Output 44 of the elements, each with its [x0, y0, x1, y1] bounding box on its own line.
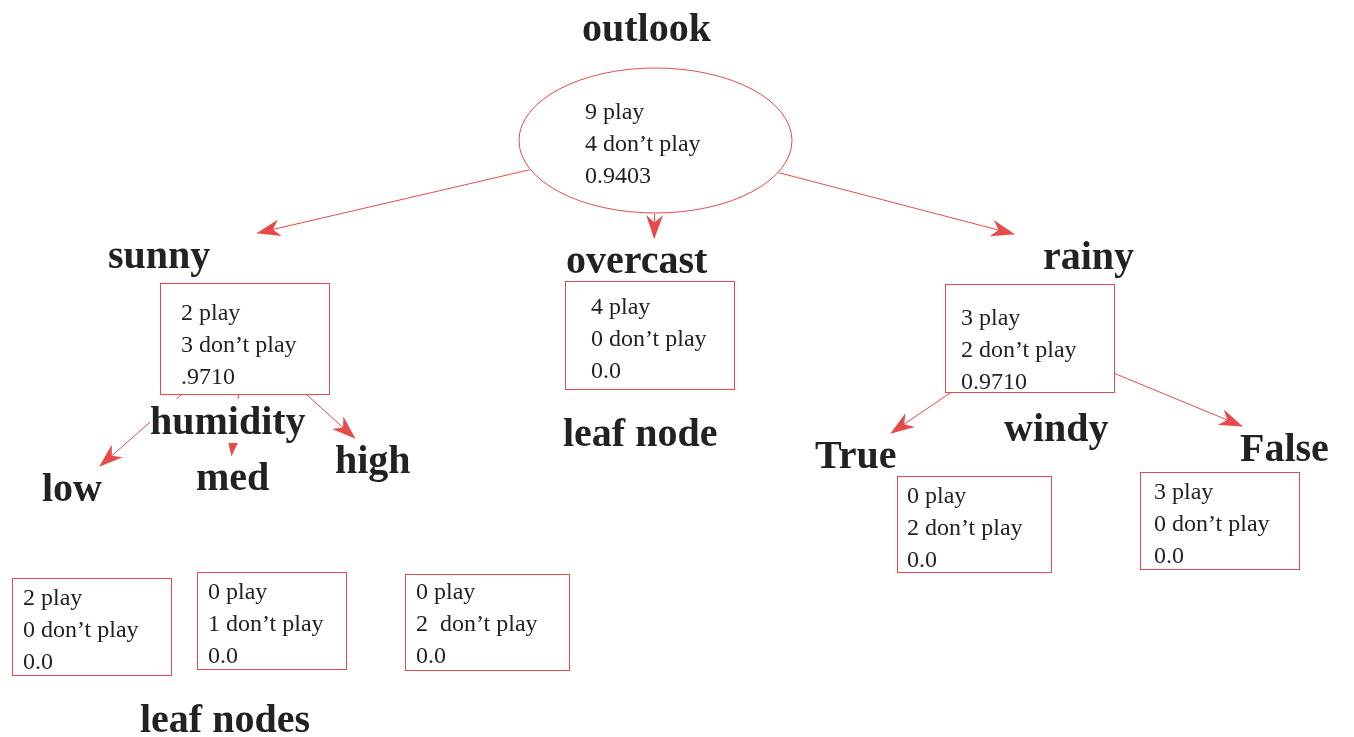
node-text: 9 play — [585, 97, 646, 126]
node-text: 0.0 — [907, 545, 938, 574]
arrow — [306, 394, 356, 439]
arrow — [1114, 373, 1243, 427]
node-text: 2 play — [181, 298, 242, 327]
node-text: 3 play — [961, 303, 1022, 332]
node-text: 3 don’t play — [181, 330, 297, 359]
node-heading: sunny — [108, 233, 211, 277]
node-text: 2 don’t play — [907, 513, 1023, 542]
node-text: 0 play — [907, 481, 968, 510]
arrow — [256, 169, 530, 236]
node-text: 0.0 — [591, 356, 622, 385]
node-heading: high — [335, 438, 411, 482]
node-text: 0.0 — [1154, 541, 1185, 570]
node-heading: rainy — [1043, 234, 1135, 278]
node-text: .9710 — [181, 362, 236, 391]
node-text: 0 don’t play — [23, 615, 139, 644]
node-heading: outlook — [582, 6, 711, 50]
node-text: 0.0 — [416, 641, 447, 670]
node-text: 2 play — [23, 583, 84, 612]
node-text: 1 don’t play — [208, 609, 324, 638]
node-heading: overcast — [566, 238, 708, 282]
node-text: 0 play — [416, 577, 477, 606]
node-text: 4 play — [591, 292, 652, 321]
node-text: 0.9403 — [585, 161, 652, 190]
node-text: 0.0 — [23, 647, 54, 676]
node-heading: med — [196, 455, 270, 499]
node-heading: False — [1240, 426, 1329, 470]
node-text: 2 don’t play — [416, 609, 538, 638]
note-label: leaf nodes — [140, 697, 310, 737]
node-heading: low — [42, 466, 102, 510]
node-text: 0 play — [208, 577, 269, 606]
node-text: 0 don’t play — [591, 324, 707, 353]
node-text: 3 play — [1154, 477, 1215, 506]
node-heading: True — [815, 433, 897, 477]
node-text: 0 don’t play — [1154, 509, 1270, 538]
arrow — [890, 392, 951, 434]
split-attribute-label: humidity — [150, 399, 306, 443]
node-text: 0.9710 — [961, 367, 1028, 396]
node-text: 0.0 — [208, 641, 239, 670]
node-text: 2 don’t play — [961, 335, 1077, 364]
node-text: 4 don’t play — [585, 129, 701, 158]
arrow — [646, 213, 663, 240]
arrow — [778, 172, 1015, 237]
